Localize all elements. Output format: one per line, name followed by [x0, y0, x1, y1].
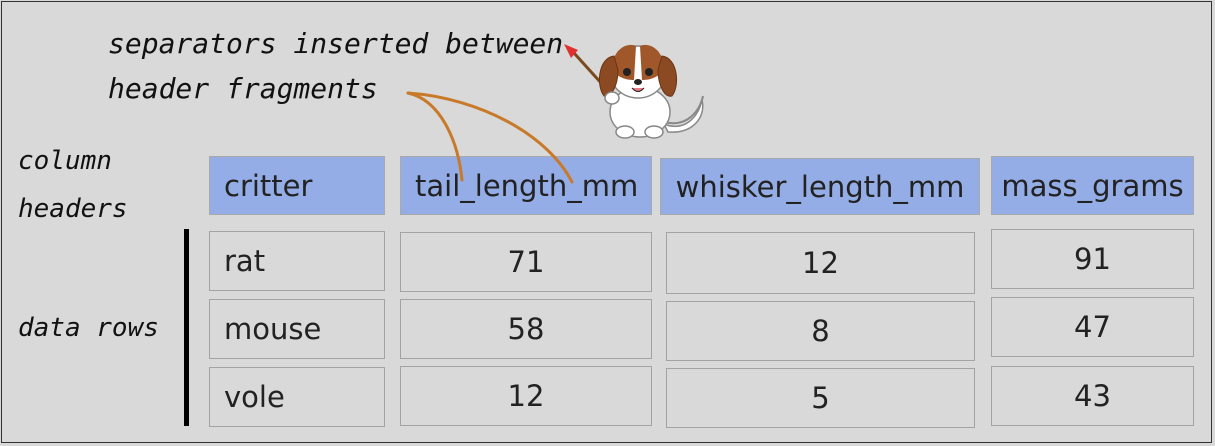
data-rows-annotation: data rows	[18, 313, 159, 343]
column-headers-annotation-line2: headers	[18, 194, 128, 224]
header-cell-critter: critter	[209, 156, 385, 215]
arrow-to-second-separator	[406, 91, 574, 184]
data-cell-mass-row2: 47	[991, 297, 1194, 357]
data-cell-whisker-row2: 8	[666, 301, 975, 361]
data-cell-critter-row1: rat	[209, 231, 385, 291]
data-cell-whisker-row1: 12	[666, 232, 975, 294]
puppy-with-pointer-icon	[564, 44, 704, 139]
header-cell-tail-length: tail_length_mm	[400, 156, 652, 215]
separators-annotation-line1: separators inserted between	[108, 27, 564, 60]
arrow-to-first-separator	[406, 91, 464, 182]
column-headers-annotation-line1: column	[18, 146, 112, 176]
data-cell-mass-row1: 91	[991, 229, 1194, 289]
data-cell-critter-row3: vole	[209, 367, 385, 427]
separator-arrows	[406, 91, 574, 184]
data-cell-tail-row1: 71	[400, 232, 652, 292]
data-rows-bracket	[184, 229, 189, 426]
separators-annotation-line2: header fragments	[108, 72, 378, 105]
header-cell-whisker-length: whisker_length_mm	[660, 158, 980, 215]
data-cell-mass-row3: 43	[991, 366, 1194, 426]
data-cell-tail-row2: 58	[400, 299, 652, 359]
header-cell-mass-grams: mass_grams	[991, 156, 1194, 215]
data-cell-whisker-row3: 5	[666, 368, 975, 428]
data-cell-critter-row2: mouse	[209, 299, 385, 359]
data-cell-tail-row3: 12	[400, 366, 652, 426]
